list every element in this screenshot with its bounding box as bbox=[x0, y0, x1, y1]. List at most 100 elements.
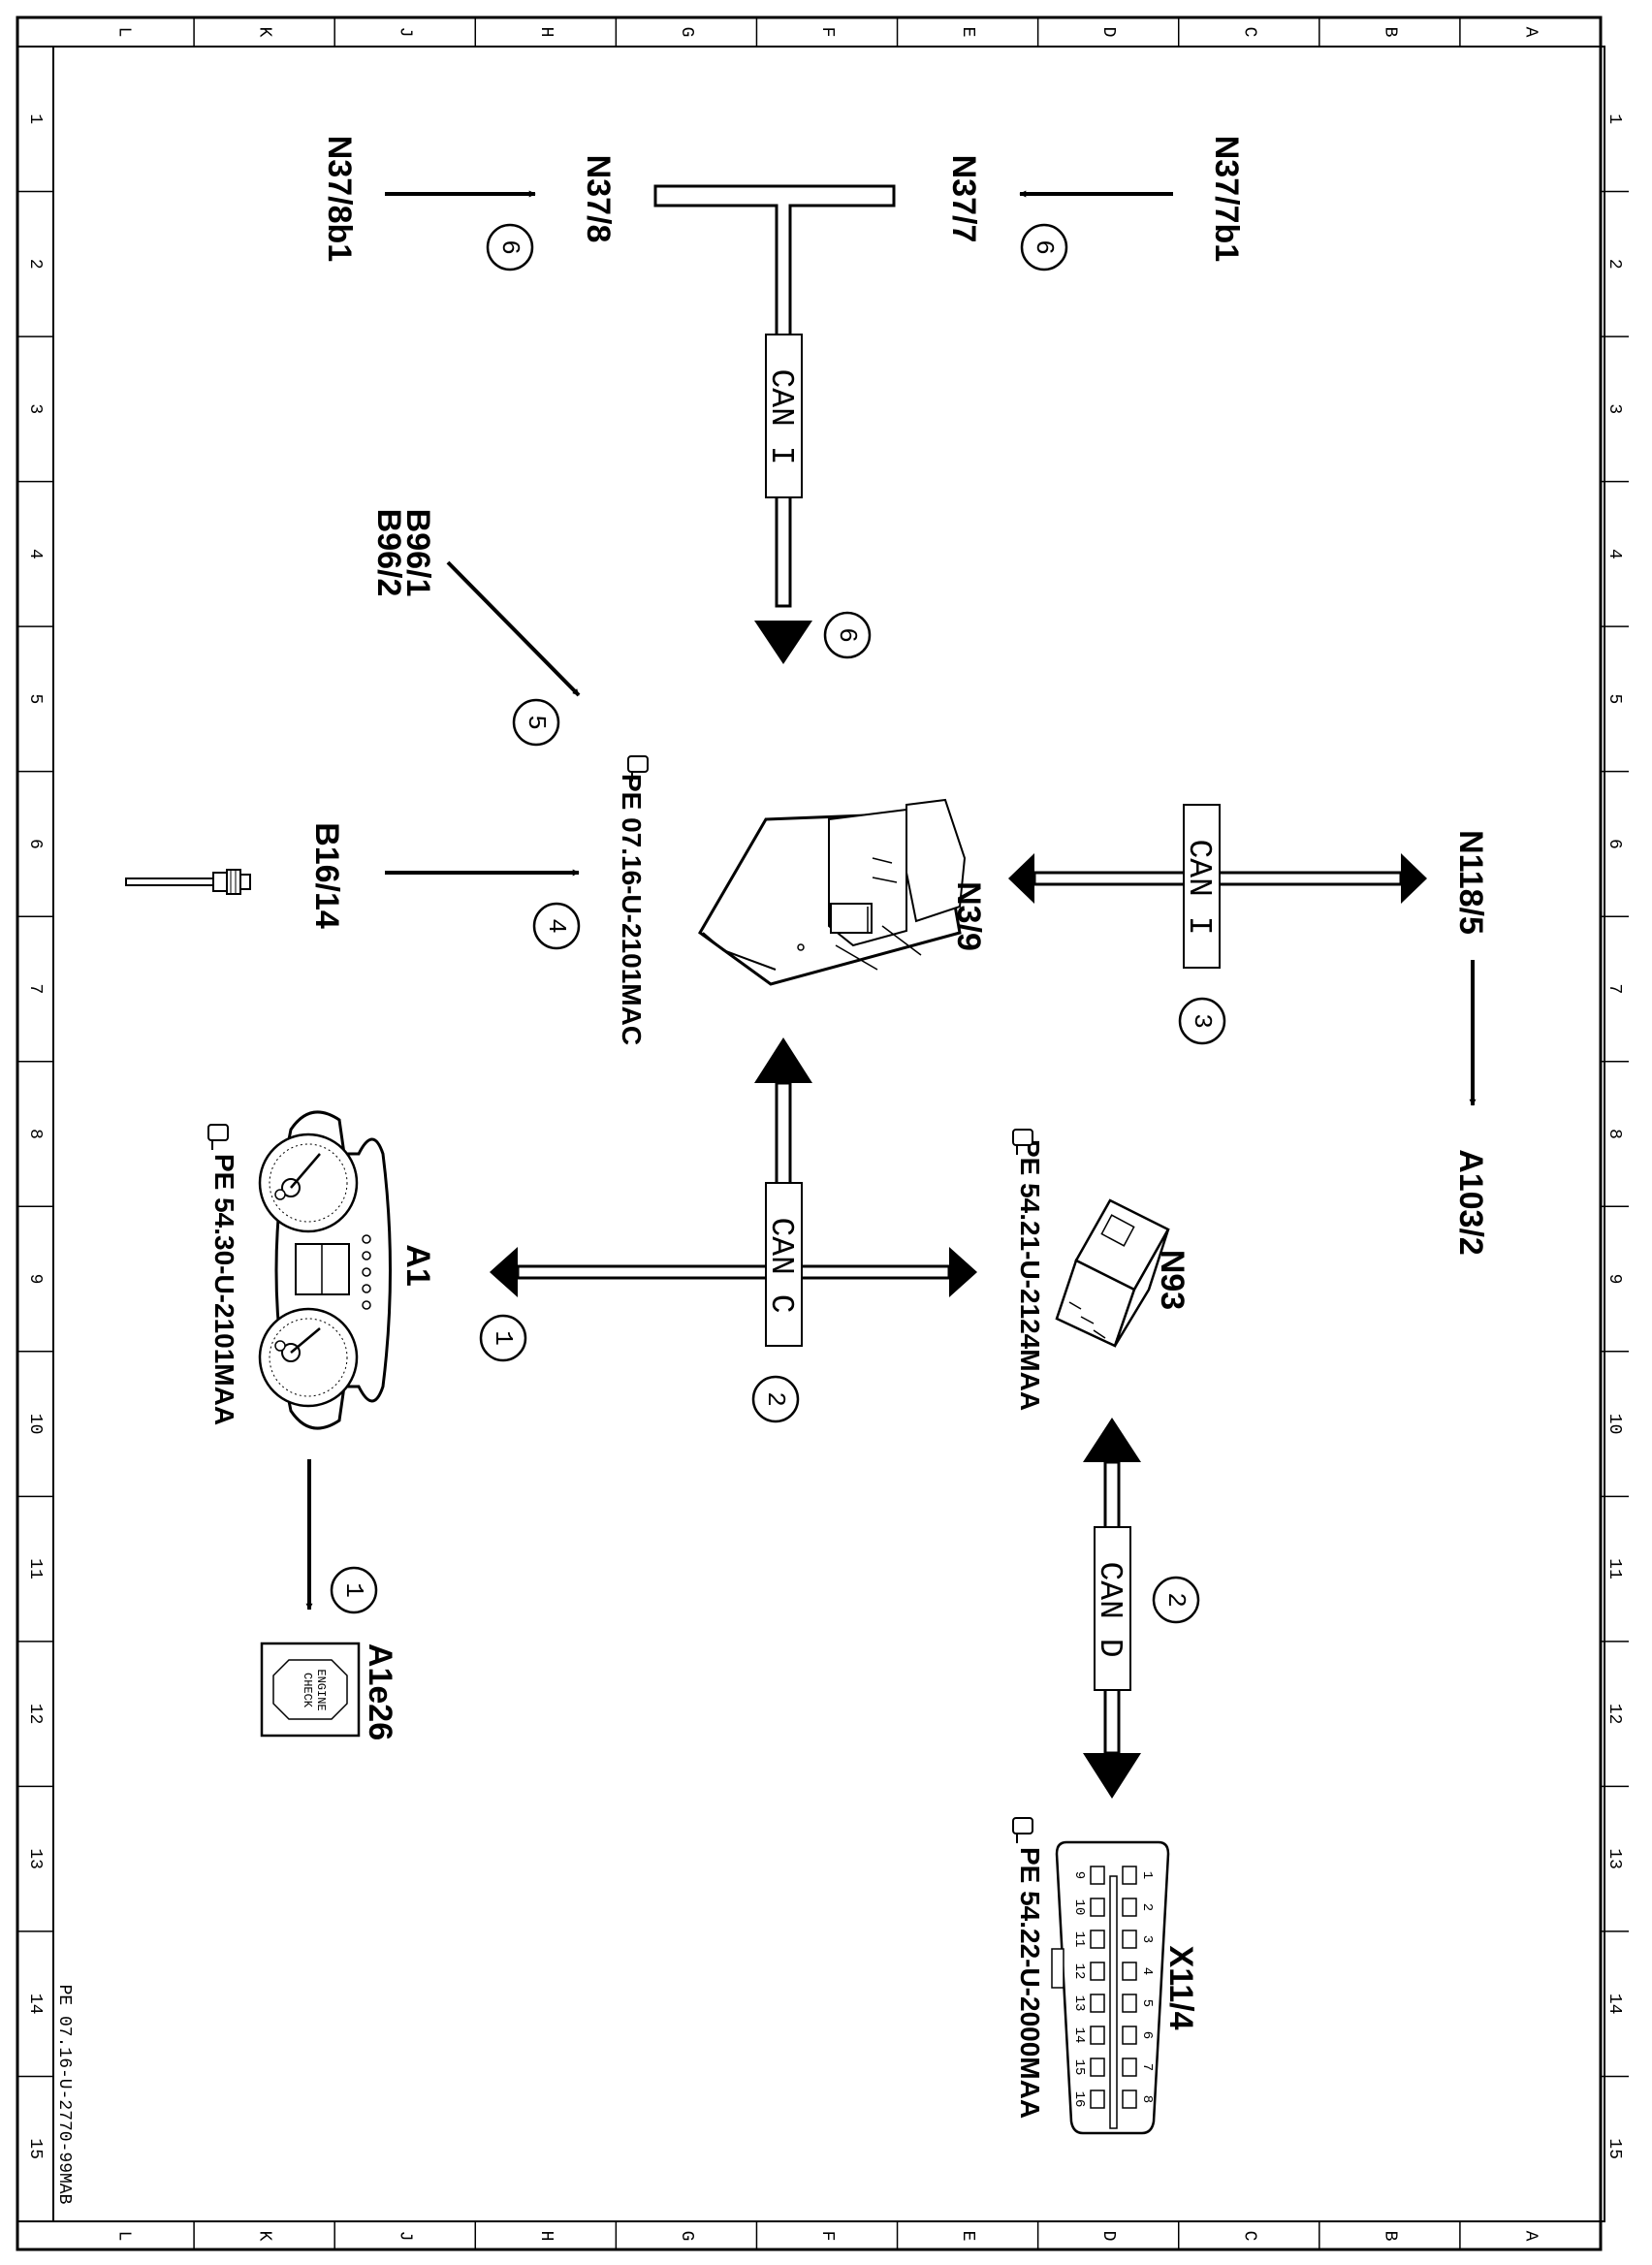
svg-text:6: 6 bbox=[833, 627, 862, 643]
grid-column-letter: B bbox=[1380, 2231, 1399, 2242]
reference-x11-4: PE 54.22-U-2000MAA bbox=[1015, 1847, 1045, 2119]
svg-text:3: 3 bbox=[1188, 1013, 1217, 1029]
marker-4: 4 bbox=[532, 902, 581, 950]
connector-pin-number: 8 bbox=[1139, 2095, 1155, 2103]
grid-column-letter: G bbox=[677, 2231, 696, 2242]
grid-row-number: 1 bbox=[25, 113, 45, 124]
grid-row-number: 3 bbox=[1604, 403, 1624, 414]
svg-text:1: 1 bbox=[339, 1582, 368, 1598]
marker-3: 3 bbox=[1178, 997, 1226, 1045]
connector-pin bbox=[1122, 2090, 1137, 2109]
marker-1-cluster-link: 1 bbox=[479, 1314, 527, 1362]
grid-row-number: 12 bbox=[25, 1704, 45, 1725]
connector-pin bbox=[1122, 1962, 1137, 1981]
connector-pin bbox=[1122, 2026, 1137, 2045]
grid-row-number: 1 bbox=[1604, 113, 1624, 124]
reference-a1: PE 54.30-U-2101MAA bbox=[209, 1154, 239, 1425]
grid-row-number: 9 bbox=[1604, 1274, 1624, 1285]
grid-row-number: 6 bbox=[1604, 839, 1624, 849]
connector-pin-number: 9 bbox=[1071, 1871, 1087, 1879]
temperature-sensor-icon bbox=[125, 869, 251, 895]
instrument-cluster-icon bbox=[258, 1110, 392, 1430]
grid-row-number: 2 bbox=[25, 259, 45, 270]
connector-pin-number: 14 bbox=[1071, 2027, 1087, 2044]
hand-pointer-icon bbox=[207, 1124, 229, 1150]
label-b96-2: B96/2 bbox=[370, 509, 407, 597]
marker-5: 5 bbox=[512, 698, 560, 747]
svg-text:5: 5 bbox=[522, 715, 551, 730]
label-b16-14: B16/14 bbox=[308, 822, 345, 929]
lamp-text-check: CHECK bbox=[301, 1673, 314, 1708]
connector-pin bbox=[1090, 1962, 1105, 1981]
connector-pin-number: 7 bbox=[1139, 2063, 1155, 2071]
connector-pin bbox=[1122, 1898, 1137, 1917]
connector-pin-number: 4 bbox=[1139, 1967, 1155, 1975]
label-n37-7: N37/7 bbox=[945, 155, 982, 243]
hand-pointer-icon bbox=[1012, 1817, 1033, 1843]
connector-pin bbox=[1122, 1994, 1137, 2013]
can-c-link bbox=[490, 1037, 977, 1347]
label-a1: A1 bbox=[399, 1244, 436, 1286]
connector-pin bbox=[1090, 2058, 1105, 2077]
svg-text:4: 4 bbox=[542, 918, 571, 934]
grid-row-number: 6 bbox=[25, 839, 45, 849]
grid-column-letter: B bbox=[1380, 27, 1399, 38]
hand-pointer-icon bbox=[627, 755, 649, 782]
marker-6-center: 6 bbox=[823, 611, 872, 659]
connector-pin-number: 13 bbox=[1071, 1995, 1087, 2012]
grid-row-number: 15 bbox=[25, 2138, 45, 2159]
connector-pin-number: 10 bbox=[1071, 1899, 1087, 1916]
grid-row-number: 11 bbox=[25, 1558, 45, 1579]
bus-label-can-i-right: CAN I bbox=[1181, 839, 1217, 935]
grid-column-letter: H bbox=[536, 27, 556, 38]
connector-pin-number: 15 bbox=[1071, 2059, 1087, 2076]
connector-pin-number: 3 bbox=[1139, 1935, 1155, 1943]
connector-pin bbox=[1122, 1930, 1137, 1949]
grid-row-number: 4 bbox=[1604, 549, 1624, 559]
svg-text:1: 1 bbox=[489, 1330, 518, 1346]
grid-column-letter: H bbox=[536, 2231, 556, 2242]
connector-pin-number: 16 bbox=[1071, 2091, 1087, 2108]
footer-code: PE 07.16-U-2770-99MAB bbox=[54, 1985, 74, 2205]
connector-pin bbox=[1090, 1866, 1105, 1885]
reference-n3-9: PE 07.16-U-2101MAC bbox=[617, 774, 647, 1045]
connector-pin bbox=[1122, 2058, 1137, 2077]
can-d-link bbox=[1083, 1418, 1141, 1799]
grid-row-number: 15 bbox=[1604, 2138, 1624, 2159]
grid-row-number: 13 bbox=[1604, 1848, 1624, 1869]
svg-text:6: 6 bbox=[495, 239, 524, 255]
connector-pin bbox=[1090, 2090, 1105, 2109]
bus-label-can-c: CAN C bbox=[763, 1217, 799, 1313]
can-i-top-trunk bbox=[653, 184, 896, 664]
connector-pin-number: 1 bbox=[1139, 1871, 1155, 1879]
grid-row-number: 8 bbox=[1604, 1129, 1624, 1139]
connector-pin-number: 5 bbox=[1139, 1999, 1155, 2007]
label-x11-4: X11/4 bbox=[1162, 1946, 1199, 2030]
marker-2-can-d: 2 bbox=[1152, 1576, 1200, 1624]
label-n37-7b1: N37/7b1 bbox=[1208, 136, 1245, 262]
connector-pin bbox=[1090, 1994, 1105, 2013]
grid-column-letter: K bbox=[255, 27, 274, 38]
grid-column-letter: L bbox=[114, 2231, 134, 2242]
grid-row-number: 10 bbox=[25, 1414, 45, 1435]
grid-row-number: 7 bbox=[1604, 984, 1624, 995]
label-a103-2: A103/2 bbox=[1452, 1149, 1489, 1256]
connector-pin bbox=[1090, 2026, 1105, 2045]
grid-column-letter: F bbox=[817, 2231, 837, 2242]
grid-column-letter: D bbox=[1098, 2231, 1118, 2242]
grid-row-number: 4 bbox=[25, 549, 45, 559]
grid-column-letter: E bbox=[958, 27, 977, 38]
bus-label-can-d: CAN D bbox=[1092, 1561, 1128, 1657]
grid-row-number: 10 bbox=[1604, 1414, 1624, 1435]
grid-row-number: 7 bbox=[25, 984, 45, 995]
connector-pin-number: 11 bbox=[1071, 1931, 1087, 1948]
label-b96-1: B96/1 bbox=[399, 509, 436, 597]
b96-link bbox=[446, 560, 581, 697]
connector-pin-number: 6 bbox=[1139, 2031, 1155, 2039]
marker-1-lamp-link: 1 bbox=[330, 1566, 378, 1614]
grid-column-letter: C bbox=[1239, 2231, 1258, 2242]
lamp-text-engine: ENGINE bbox=[314, 1669, 328, 1710]
label-n93: N93 bbox=[1154, 1250, 1191, 1310]
